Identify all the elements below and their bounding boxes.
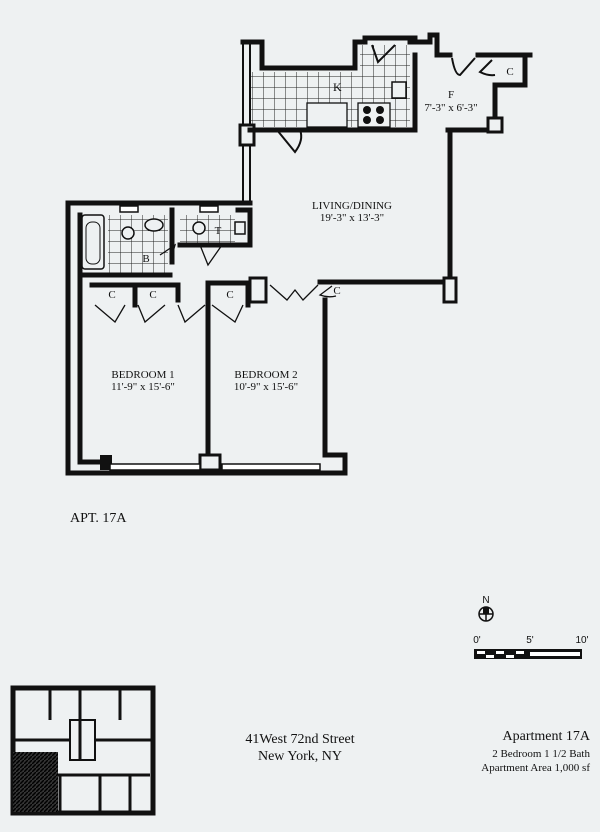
outer-wall-bedrooms <box>65 200 348 476</box>
kitchen-top-wall <box>240 35 418 71</box>
window <box>119 205 139 213</box>
pillar <box>486 116 504 134</box>
toilet-tile-floor <box>180 215 235 243</box>
foyer-closet-wall <box>492 54 528 121</box>
scale-tick: 10' <box>575 635 588 646</box>
toilet-fixture <box>192 221 206 235</box>
bedroom1-size: 11'-9" x 15'-6" <box>111 381 175 393</box>
living-size: 19'-3" x 13'-3" <box>320 212 384 224</box>
building-key-plan <box>10 685 156 816</box>
summary-area: Apartment Area 1,000 sf <box>481 762 590 774</box>
bath-label: B <box>142 253 149 265</box>
scale-tick: 5' <box>526 635 534 646</box>
scale-tick: 0' <box>473 635 481 646</box>
stove-burners <box>376 116 384 124</box>
foyer-size: 7'-3" x 6'-3" <box>424 102 477 114</box>
closet-label: C <box>149 289 156 301</box>
toilet-wall <box>177 207 253 248</box>
north-arrow: N <box>478 595 494 622</box>
counter <box>306 102 348 128</box>
kitchen-tile-floor-upper <box>360 45 410 75</box>
bedroom2-label: BEDROOM 2 <box>234 369 297 381</box>
sink-fixture <box>234 221 246 235</box>
closet-wall-b1 <box>89 282 181 303</box>
apt-label: APT. 17A <box>70 511 127 526</box>
closet-label: C <box>506 66 513 78</box>
closet-door-swing <box>318 285 337 298</box>
living-label: LIVING/DINING <box>312 200 392 212</box>
bath-door-swing <box>159 243 177 263</box>
closet-label: C <box>333 285 340 297</box>
closet-door-swing <box>478 59 496 77</box>
bedroom1-inner-wall <box>77 212 103 465</box>
closet-door-swing <box>137 304 166 324</box>
kitchen-bottom-wall <box>247 52 418 133</box>
kitchen-label: K <box>333 80 342 94</box>
closet-label: C <box>108 289 115 301</box>
stove <box>357 102 391 128</box>
bedroom1-door-swing <box>177 304 206 324</box>
foyer-top-wall <box>407 32 453 58</box>
entry-door-swing <box>451 57 476 77</box>
toilet-door-swing <box>199 244 223 267</box>
closet-label: C <box>226 289 233 301</box>
bedroom1-label: BEDROOM 1 <box>111 369 174 381</box>
door-swing <box>371 44 396 64</box>
window <box>109 463 201 471</box>
toilet-label: T <box>215 225 222 237</box>
bifold-door <box>269 284 319 301</box>
apartment-highlight <box>13 752 58 812</box>
summary-title: Apartment 17A <box>503 729 591 744</box>
closet-door-swing <box>211 304 244 323</box>
summary-rooms: 2 Bedroom 1 1/2 Bath <box>492 748 590 760</box>
door-swing <box>276 129 303 154</box>
sink-fixture <box>144 218 164 232</box>
toilet-fixture <box>121 226 135 240</box>
foyer-label: F <box>448 89 454 101</box>
apartment-floor-plan: K F 7'-3" x 6'-3" C LIVING/DINING 19'-3"… <box>65 32 533 476</box>
closet-wall-b2 <box>205 280 251 308</box>
pillar <box>248 276 268 304</box>
sink <box>391 81 407 99</box>
closet-door-swing <box>94 304 126 323</box>
address-line2: New York, NY <box>258 749 342 764</box>
pillar-bottom <box>198 453 222 472</box>
bathtub <box>81 214 105 270</box>
north-label: N <box>482 595 489 606</box>
scale-bar: 0' 5' 10' <box>473 635 589 659</box>
pillar-right <box>442 276 458 304</box>
address-line1: 41West 72nd Street <box>245 732 354 747</box>
window <box>199 205 219 213</box>
window-mullion <box>100 455 112 470</box>
window <box>221 463 321 471</box>
bedroom2-size: 10'-9" x 15'-6" <box>234 381 298 393</box>
